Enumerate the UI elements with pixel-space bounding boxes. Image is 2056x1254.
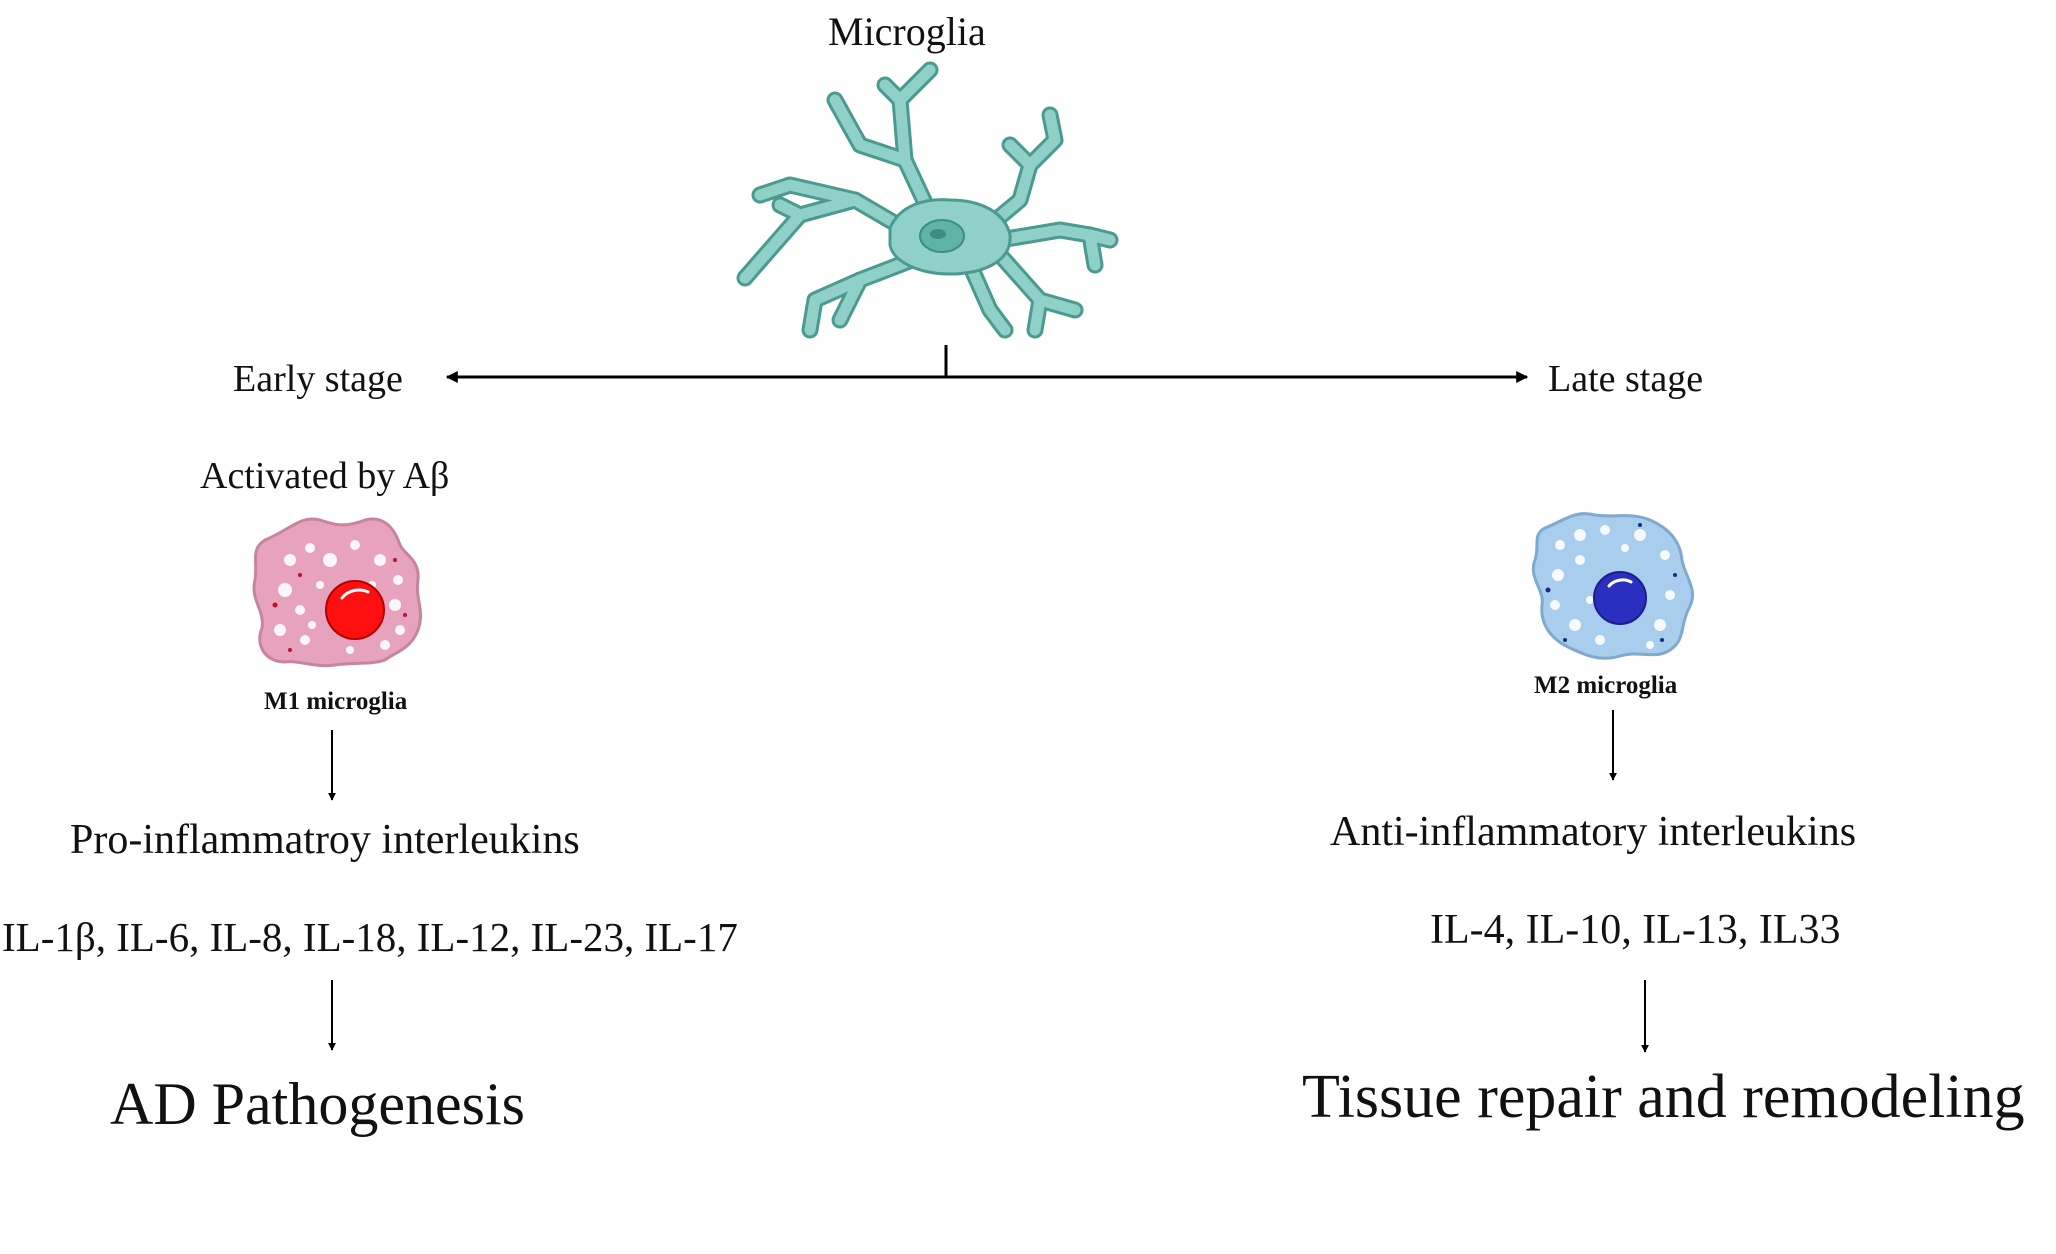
m1-microglia-label: M1 microglia: [264, 688, 408, 715]
tissue-repair-outcome: Tissue repair and remodeling: [1302, 1063, 2025, 1131]
pro-inflammatory-cytokine-list: IL-1β, IL-6, IL-8, IL-18, IL-12, IL-23, …: [2, 914, 738, 960]
m2-microglia-label: M2 microglia: [1534, 672, 1678, 699]
anti-inflammatory-cytokine-list: IL-4, IL-10, IL-13, IL33: [1430, 907, 1841, 953]
late-stage-label: Late stage: [1548, 358, 1704, 400]
pro-inflammatory-heading: Pro-inflammatroy interleukins: [70, 817, 580, 863]
diagram-title: Microglia: [828, 9, 986, 54]
m1-microglia-icon: [252, 517, 423, 668]
activation-trigger-label: Activated by Aβ: [200, 455, 450, 497]
anti-inflammatory-heading: Anti-inflammatory interleukins: [1330, 809, 1857, 855]
m2-microglia-icon: [1531, 512, 1695, 660]
early-stage-label: Early stage: [233, 358, 403, 400]
resting-microglia-icon: [736, 61, 1119, 339]
ad-pathogenesis-outcome: AD Pathogenesis: [110, 1071, 525, 1137]
